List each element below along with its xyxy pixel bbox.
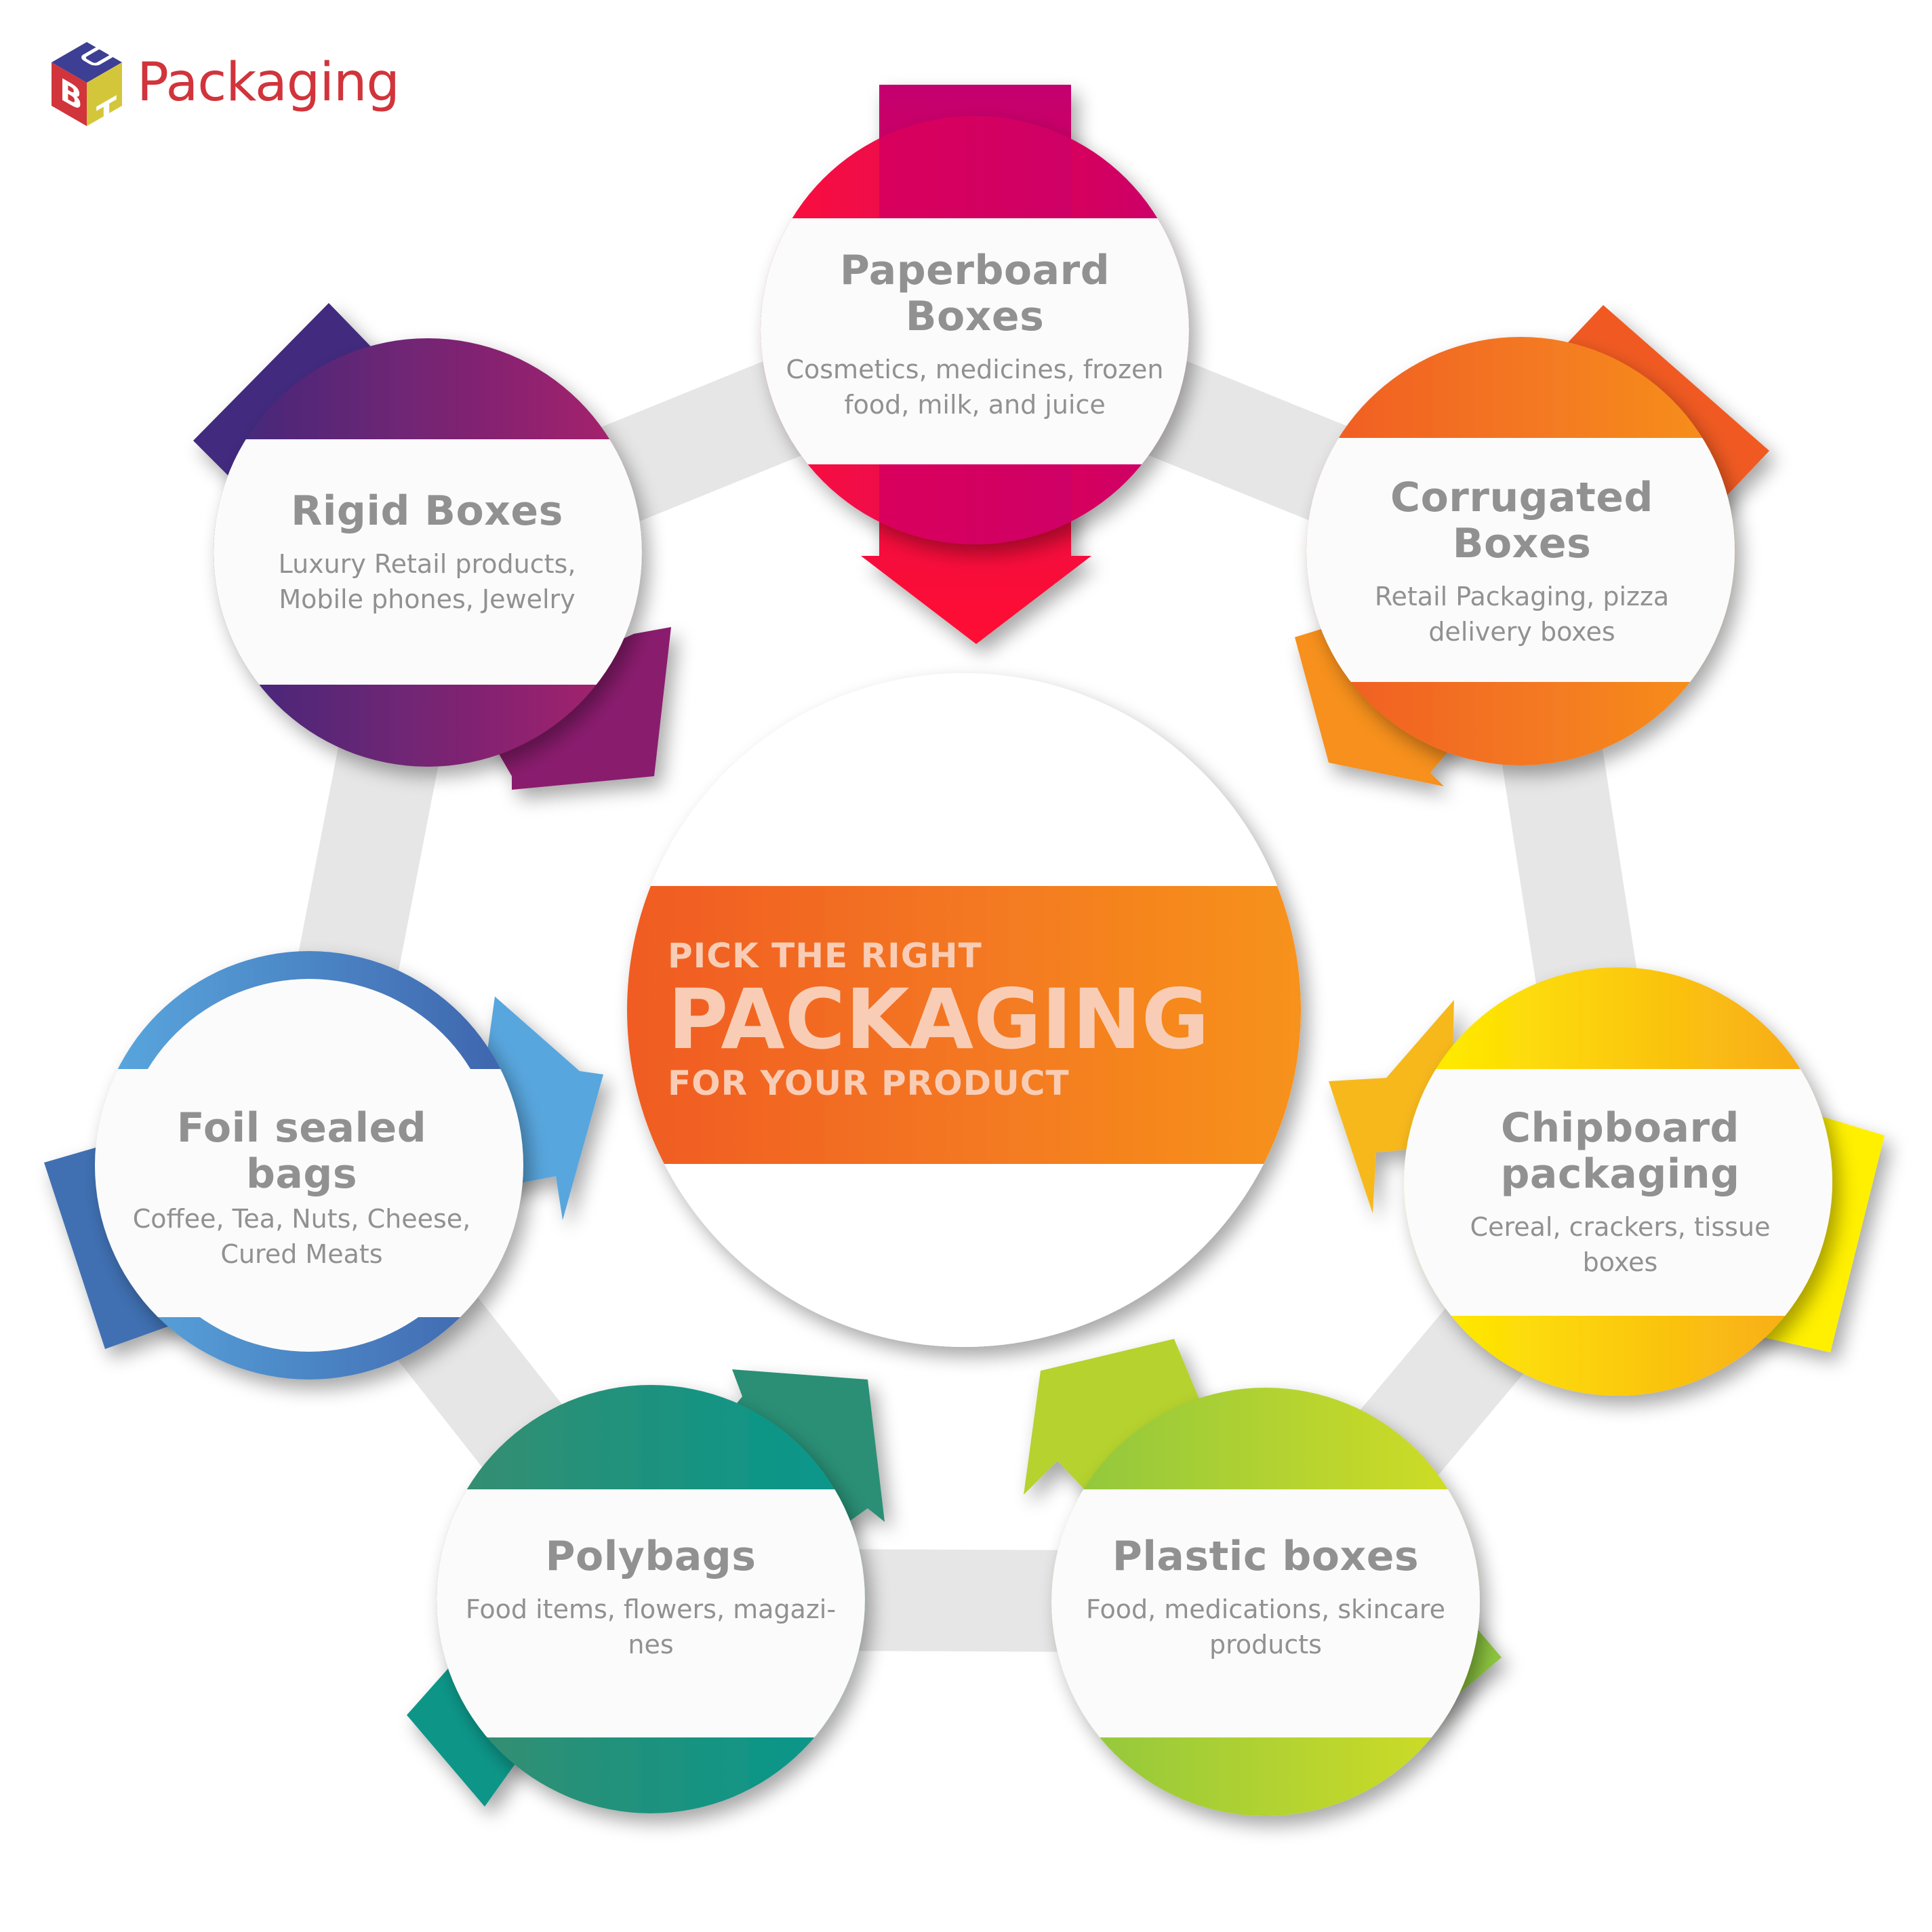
node-rigid [214, 338, 642, 767]
node-plastic-text: Plastic boxes Food, medications, skincar… [1062, 1533, 1469, 1662]
node-corrugated [1306, 337, 1735, 765]
node-title: Chipboard packaging [1500, 1104, 1740, 1198]
node-description: Retail Packaging, pizza delivery boxes [1374, 582, 1670, 647]
node-description: Luxury Retail products, Mobile phones, J… [278, 549, 576, 614]
node-title: Rigid Boxes [291, 487, 563, 535]
node-description: Food items, flowers, magazi- nes [465, 1594, 837, 1659]
node-description: Cosmetics, medicines, frozen food, milk,… [786, 355, 1164, 420]
node-rigid-text: Rigid Boxes Luxury Retail products, Mobi… [224, 488, 630, 617]
headline-line-1: PICK THE RIGHT [668, 936, 982, 975]
center-headline: PICK THE RIGHT PACKAGING FOR YOUR PRODUC… [668, 935, 1278, 1104]
node-foil [95, 951, 523, 1380]
brand-logo[interactable]: B T Packaging [49, 41, 401, 129]
node-paperboard-text: Paperboard Boxes Cosmetics, medicines, f… [766, 247, 1184, 422]
node-title: Corrugated Boxes [1390, 474, 1653, 567]
node-chipboard [1404, 967, 1832, 1396]
brand-name: Packaging [137, 52, 400, 113]
node-plastic [1051, 1388, 1480, 1816]
cube-logo-icon: B T [52, 42, 122, 129]
node-title: Plastic boxes [1112, 1533, 1420, 1580]
headline-line-2: PACKAGING [668, 971, 1209, 1068]
node-title: Polybags [545, 1533, 757, 1580]
node-polybags-text: Polybags Food items, flowers, magazi- ne… [447, 1533, 854, 1662]
headline-line-3: FOR YOUR PRODUCT [668, 1064, 1070, 1103]
center-circle [627, 673, 1301, 1347]
node-description: Food, medications, skincare products [1085, 1594, 1446, 1659]
node-paperboard [761, 116, 1189, 544]
node-title: Paperboard Boxes [839, 247, 1110, 340]
node-corrugated-text: Corrugated Boxes Retail Packaging, pizza… [1319, 475, 1725, 649]
node-foil-text: Foil sealed bags Coffee, Tea, Nuts, Chee… [102, 1105, 502, 1272]
node-title: Foil sealed bags [176, 1104, 427, 1198]
node-chipboard-text: Chipboard packaging Cereal, crackers, ti… [1417, 1105, 1824, 1280]
node-description: Cereal, crackers, tissue boxes [1470, 1212, 1771, 1277]
node-description: Coffee, Tea, Nuts, Cheese, Cured Meats [132, 1204, 471, 1269]
node-polybags [437, 1385, 865, 1813]
